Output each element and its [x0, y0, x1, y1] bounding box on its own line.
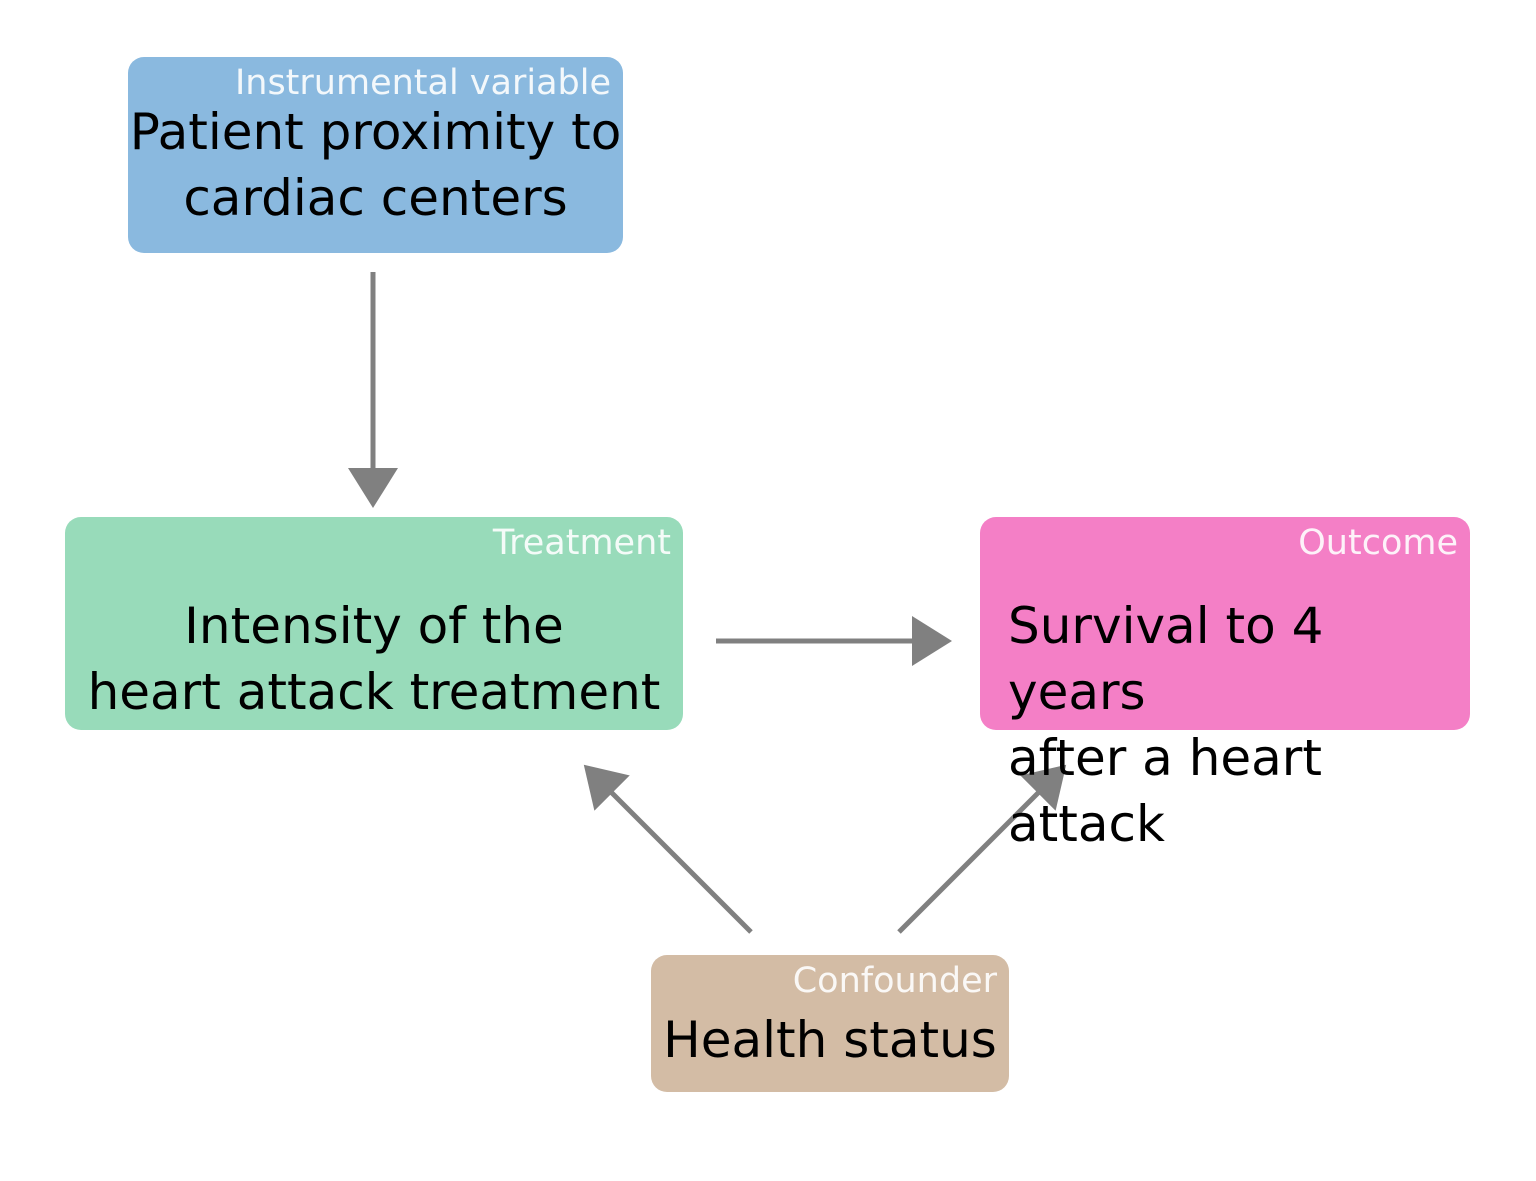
confounder-role-label: Confounder — [792, 961, 997, 1001]
treatment-role-label: Treatment — [492, 523, 671, 563]
outcome-role-label: Outcome — [1298, 523, 1458, 563]
outcome-text: Survival to 4 years after a heart attack — [1008, 597, 1324, 853]
treatment-box: Treatment Intensity of the heart attack … — [65, 517, 683, 730]
confounder-text: Health status — [663, 1011, 997, 1069]
instrumental-variable-box: Instrumental variable Patient proximity … — [128, 57, 623, 253]
arrow-confounder-to-treatment — [583, 764, 753, 934]
treatment-text: Intensity of the heart attack treatment — [87, 597, 661, 721]
arrow-confounder-to-outcome — [897, 764, 1067, 934]
instrumental-variable-role-label: Instrumental variable — [234, 63, 611, 103]
instrumental-variable-text: Patient proximity to cardiac centers — [129, 103, 622, 227]
outcome-box: Outcome Survival to 4 years after a hear… — [980, 517, 1470, 853]
confounder-box: Confounder Health status — [651, 955, 1009, 1092]
